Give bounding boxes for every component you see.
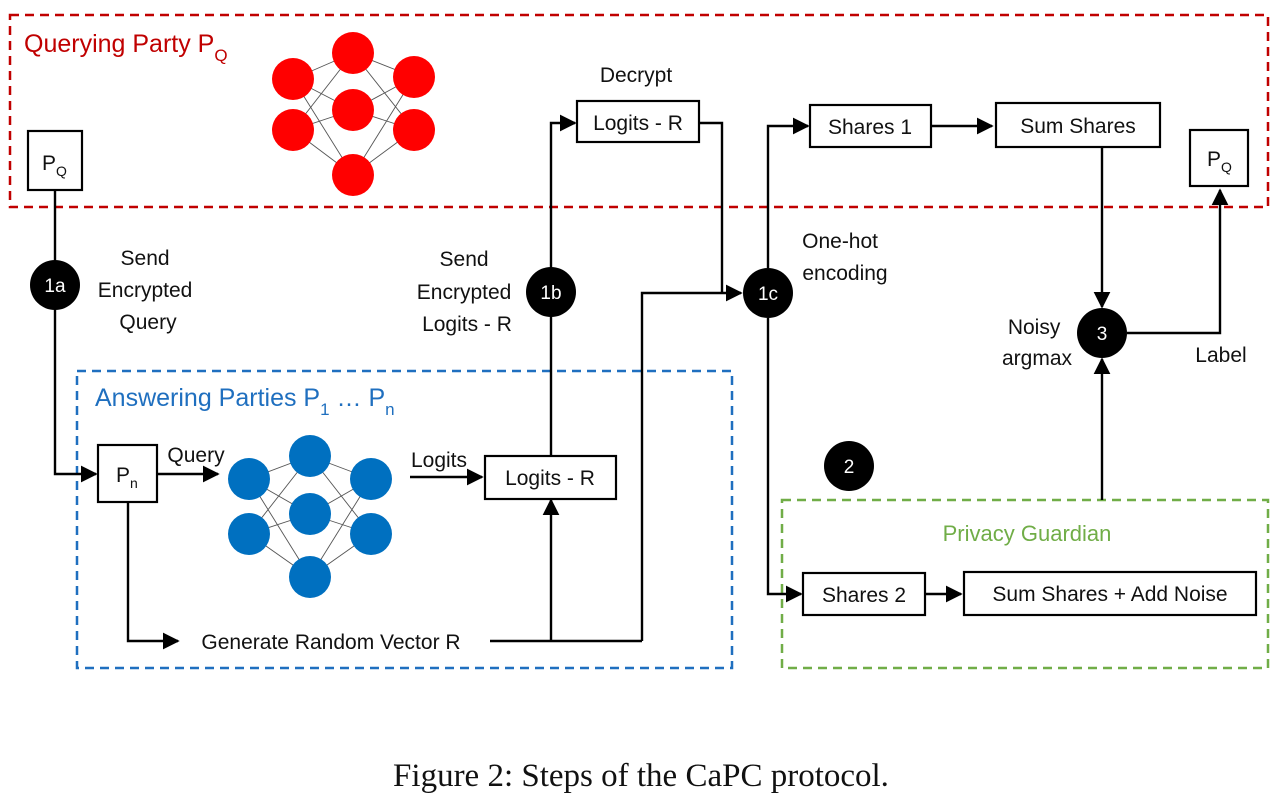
svg-text:3: 3 xyxy=(1097,324,1108,345)
svg-text:1c: 1c xyxy=(758,284,778,305)
query-edge-label: Query xyxy=(167,444,225,467)
shares-1-box: Shares 1 xyxy=(808,103,933,149)
querying-party-region xyxy=(8,13,1270,209)
svg-text:Shares 2: Shares 2 xyxy=(822,584,906,607)
network-node xyxy=(332,89,374,131)
step-1c-badge: 1c xyxy=(743,268,793,318)
step-1a-badge: 1a xyxy=(30,260,80,310)
one-hot-encoding-label: One-hot encoding xyxy=(802,230,887,285)
network-node xyxy=(393,109,435,151)
sum-shares-add-noise-box: Sum Shares + Add Noise xyxy=(962,570,1258,617)
network-node xyxy=(350,458,392,500)
logits-edge-label: Logits xyxy=(411,449,467,472)
answering-party-network-icon xyxy=(228,435,392,598)
svg-text:Shares 1: Shares 1 xyxy=(828,116,912,139)
decrypt-label: Decrypt xyxy=(600,64,673,87)
svg-text:Logits - R: Logits - R xyxy=(593,112,683,135)
step-1b-badge: 1b xyxy=(526,267,576,317)
privacy-guardian-region xyxy=(780,498,1270,670)
pq-end-box: PQ xyxy=(1188,128,1250,188)
querying-party-title: Querying Party PQ xyxy=(24,30,228,65)
svg-text:Pn: Pn xyxy=(116,464,138,491)
svg-text:PQ: PQ xyxy=(42,152,67,179)
noisy-argmax-label: Noisy argmax xyxy=(1002,316,1073,370)
svg-text:2: 2 xyxy=(844,457,855,478)
querying-party-network-icon xyxy=(272,32,435,196)
network-node xyxy=(289,493,331,535)
network-node xyxy=(289,435,331,477)
network-node xyxy=(228,513,270,555)
privacy-guardian-title: Privacy Guardian xyxy=(943,521,1112,546)
svg-text:Sum Shares: Sum Shares xyxy=(1020,115,1136,138)
svg-text:Sum Shares + Add Noise: Sum Shares + Add Noise xyxy=(992,583,1227,606)
logits-r-bottom-box: Logits - R xyxy=(483,454,618,501)
sum-shares-box: Sum Shares xyxy=(994,101,1162,149)
step-2-badge: 2 xyxy=(824,441,874,491)
svg-text:Logits - R: Logits - R xyxy=(505,467,595,490)
send-encrypted-logits-label: Send Encrypted Logits - R xyxy=(417,248,517,336)
pn-box: Pn xyxy=(96,443,159,504)
network-node xyxy=(393,56,435,98)
network-node xyxy=(272,58,314,100)
svg-text:1b: 1b xyxy=(540,283,561,304)
network-node xyxy=(350,513,392,555)
answering-parties-title: Answering Parties P1 … Pn xyxy=(95,384,395,419)
figure-caption: Figure 2: Steps of the CaPC protocol. xyxy=(393,758,889,794)
label-output-label: Label xyxy=(1195,344,1246,367)
random-vector-label: Generate Random Vector R xyxy=(201,631,460,654)
svg-text:1a: 1a xyxy=(44,276,66,297)
network-node xyxy=(332,154,374,196)
network-node xyxy=(332,32,374,74)
logits-r-top-box: Logits - R xyxy=(575,99,701,144)
network-node xyxy=(272,109,314,151)
shares-2-box: Shares 2 xyxy=(801,571,927,617)
svg-text:PQ: PQ xyxy=(1207,148,1232,175)
flow-wires xyxy=(53,114,1229,650)
network-node xyxy=(228,458,270,500)
answering-parties-region xyxy=(75,369,734,670)
network-node xyxy=(289,556,331,598)
send-encrypted-query-label: Send Encrypted Query xyxy=(98,247,198,334)
pq-start-box: PQ xyxy=(26,129,84,192)
step-3-badge: 3 xyxy=(1077,308,1127,358)
